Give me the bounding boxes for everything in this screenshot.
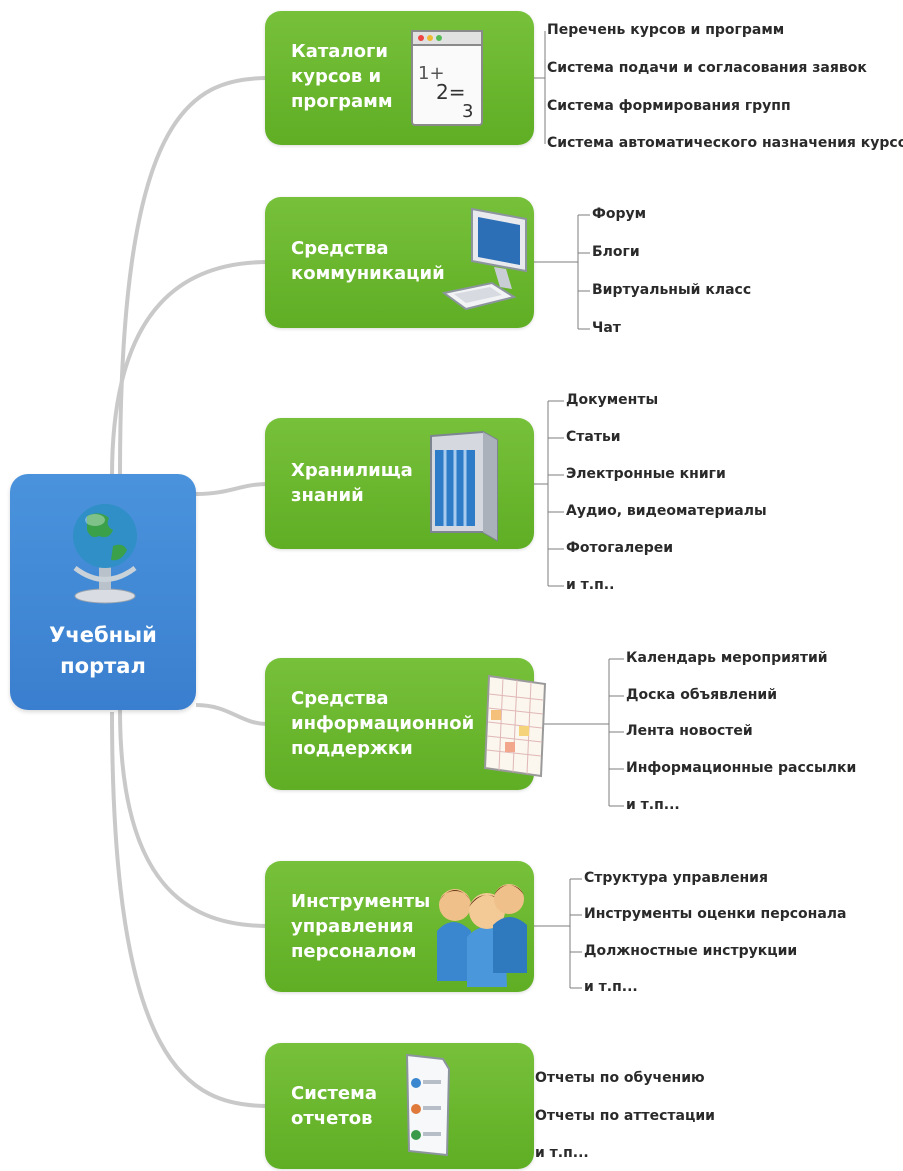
calculator-window-icon: 1+ 2= 3 bbox=[411, 30, 483, 126]
leaf-item: и т.п... bbox=[535, 1145, 589, 1161]
leaf-item: Доска объявлений bbox=[626, 687, 778, 703]
leaf-item: Структура управления bbox=[584, 870, 768, 886]
svg-text:2=: 2= bbox=[436, 80, 465, 104]
branch-title-reports: Система отчетов bbox=[291, 1083, 377, 1129]
branch-title-communication: Средства коммуникаций bbox=[291, 238, 445, 284]
branch-title-info-support: Средства информационной поддержки bbox=[291, 688, 475, 759]
leaf-item: Информационные рассылки bbox=[626, 760, 857, 776]
leaf-item: Система подачи и согласования заявок bbox=[547, 60, 867, 76]
leaf-item: Инструменты оценки персонала bbox=[584, 906, 847, 922]
leaf-item: Отчеты по аттестации bbox=[535, 1108, 715, 1124]
leaf-item: Календарь мероприятий bbox=[626, 650, 828, 666]
root-connector-reports bbox=[110, 711, 269, 1108]
svg-text:3: 3 bbox=[462, 101, 473, 122]
leaf-item: Фотогалереи bbox=[566, 540, 674, 556]
leaf-item: и т.п... bbox=[626, 797, 680, 813]
leaf-item: Виртуальный класс bbox=[592, 282, 752, 298]
leaf-item: Форум bbox=[592, 206, 647, 222]
branch-node-info-support: Средства информационной поддержки bbox=[265, 658, 547, 790]
leaf-item: Перечень курсов и программ bbox=[547, 22, 785, 38]
root-title: Учебный портал bbox=[49, 623, 157, 678]
leaf-item: Чат bbox=[592, 320, 621, 336]
leaf-item: Блоги bbox=[592, 244, 640, 260]
branch-node-catalogs: Каталоги курсов и программ 1+ 2= 3 bbox=[265, 11, 534, 145]
root-connector-knowledge bbox=[195, 482, 269, 496]
root-node-learning-portal: Учебный портал bbox=[10, 474, 196, 710]
branch-node-communication: Средства коммуникаций bbox=[265, 197, 534, 328]
root-connector-info-support bbox=[195, 703, 269, 726]
leaf-item: Система автоматического назначения курсо… bbox=[547, 135, 903, 151]
calendar-sheet-icon bbox=[483, 674, 547, 778]
bookshelf-icon bbox=[430, 430, 498, 542]
people-group-icon bbox=[437, 884, 527, 987]
branch-node-hr: Инструменты управления персоналом bbox=[265, 861, 534, 992]
branch-node-knowledge: Хранилища знаний bbox=[265, 418, 534, 549]
branch-title-catalogs: Каталоги курсов и программ bbox=[291, 41, 393, 112]
leaf-item: Система формирования групп bbox=[547, 98, 791, 114]
leaf-item: Аудио, видеоматериалы bbox=[566, 503, 767, 519]
branch-title-hr: Инструменты управления персоналом bbox=[291, 891, 431, 962]
root-connector-hr bbox=[118, 709, 269, 928]
leaf-item: Отчеты по обучению bbox=[535, 1070, 705, 1086]
branch-title-knowledge: Хранилища знаний bbox=[291, 460, 413, 506]
branch-node-reports: Система отчетов bbox=[265, 1043, 534, 1169]
report-document-icon bbox=[405, 1053, 451, 1157]
leaf-item: Должностные инструкции bbox=[584, 943, 798, 959]
svg-text:1+: 1+ bbox=[418, 63, 445, 84]
leaf-item: Электронные книги bbox=[566, 466, 726, 482]
globe-icon bbox=[73, 504, 137, 604]
computer-monitor-icon bbox=[442, 207, 527, 311]
root-connector-catalogs bbox=[118, 76, 269, 475]
leaf-item: и т.п.. bbox=[566, 577, 615, 593]
leaf-item: и т.п... bbox=[584, 979, 638, 995]
leaf-item: Документы bbox=[566, 392, 659, 408]
leaf-item: Лента новостей bbox=[626, 723, 753, 739]
root-connector-communication bbox=[110, 260, 269, 477]
leaf-item: Статьи bbox=[566, 429, 621, 445]
